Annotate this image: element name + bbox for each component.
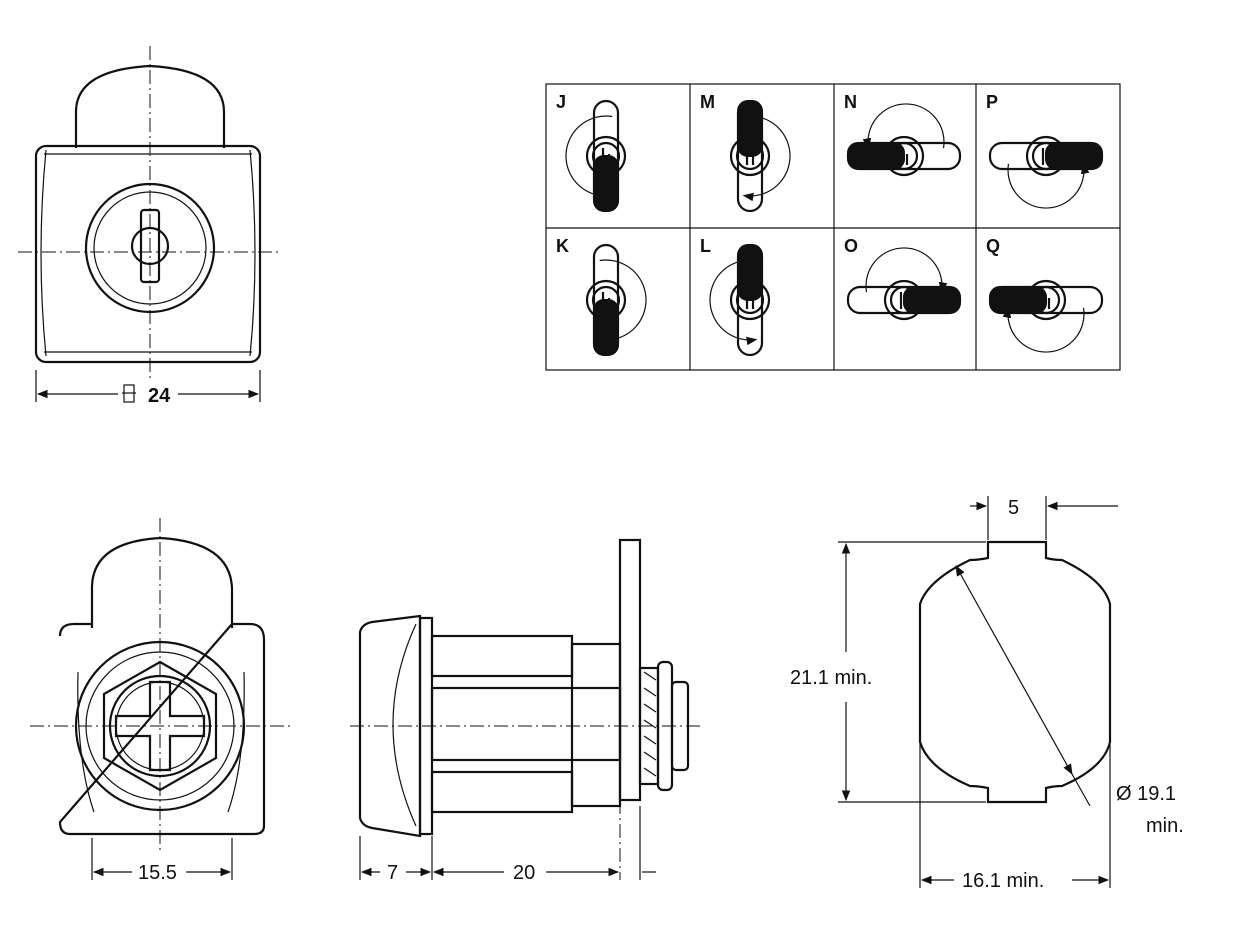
key-slot — [1041, 292, 1051, 309]
dim-cutout-diameter-unit: min. — [1146, 815, 1184, 837]
cylinder — [729, 279, 771, 321]
cylinder — [585, 279, 627, 321]
dim-cutout-flat: 5 — [1008, 497, 1019, 519]
cam-filled-half — [1045, 142, 1103, 170]
cam-filled-half — [737, 100, 763, 157]
cam-filled-half — [903, 286, 961, 314]
cam-cell-L: L — [700, 236, 771, 357]
cylinder — [1025, 135, 1067, 177]
cam-cell-label: O — [844, 236, 858, 256]
dim-cutout-width: 16.1 min. — [962, 870, 1044, 892]
cam-cell-label: L — [700, 236, 711, 256]
cam-cell-Q: Q — [986, 236, 1104, 353]
key-slot — [745, 148, 755, 165]
cam-filled-half — [989, 286, 1047, 314]
key-slot — [1041, 148, 1051, 165]
dim-head-length: 7 — [387, 862, 398, 884]
panel-cutout: 5 21.1 min. Ø 19.1 min. 16.1 min. — [790, 496, 1184, 892]
cam-cell-label: Q — [986, 236, 1000, 256]
dim-front-width: 24 — [148, 385, 171, 407]
dim-nut-width: 15.5 — [138, 862, 177, 884]
key-slot — [899, 148, 909, 165]
rotation-arrow — [598, 259, 647, 346]
side-view: 7 20 — [350, 538, 700, 884]
cam-cell-O: O — [844, 236, 962, 321]
key-slot — [745, 292, 755, 309]
cylinder — [883, 279, 925, 321]
cam-cell-J: J — [556, 92, 627, 213]
dim-body-length: 20 — [513, 862, 535, 884]
cam-filled-half — [737, 244, 763, 301]
rotation-arrow — [865, 247, 948, 294]
cam-cell-label: J — [556, 92, 566, 112]
cam-cell-P: P — [986, 92, 1104, 209]
key-slot — [601, 148, 611, 165]
rotation-arrow — [565, 115, 614, 202]
cam-filled-half — [593, 299, 619, 356]
rotation-arrow — [862, 103, 945, 150]
cam-cell-label: N — [844, 92, 857, 112]
rotation-arrow — [1007, 162, 1090, 209]
cam-cell-N: N — [844, 92, 962, 177]
dim-cutout-height: 21.1 min. — [790, 667, 872, 689]
cylinder — [585, 135, 627, 177]
cam-cell-M: M — [700, 92, 791, 213]
cylinder — [729, 135, 771, 177]
cam-grid: J M N P K L O Q — [545, 83, 1121, 371]
cam-cell-label: P — [986, 92, 998, 112]
nut-view: 15.5 — [30, 518, 290, 884]
rotation-arrow — [1002, 306, 1085, 353]
cam-filled-half — [593, 155, 619, 212]
cam-cell-K: K — [556, 236, 647, 357]
cylinder — [1025, 279, 1067, 321]
cylinder — [883, 135, 925, 177]
cam-cell-label: M — [700, 92, 715, 112]
rotation-arrow — [742, 115, 791, 202]
dim-cutout-diameter: Ø 19.1 — [1116, 783, 1176, 805]
front-view: 24 — [18, 46, 280, 407]
cam-filled-half — [847, 142, 905, 170]
rotation-arrow — [709, 259, 758, 346]
key-slot — [899, 292, 909, 309]
key-slot — [601, 292, 611, 309]
cam-cell-label: K — [556, 236, 569, 256]
